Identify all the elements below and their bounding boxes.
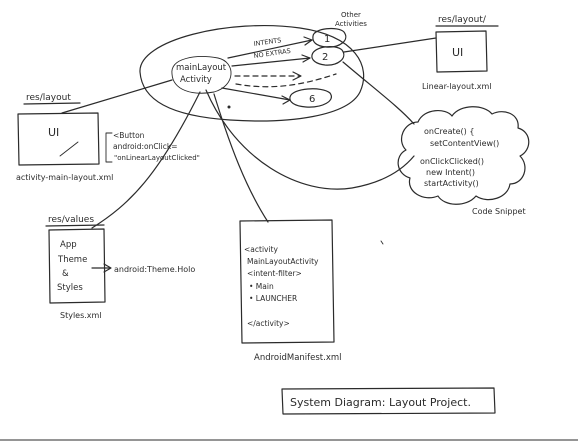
- res-layout-right-group: res/layout/ UI Linear-layout.xml: [422, 15, 499, 91]
- manifest-line1: <activity: [244, 245, 278, 254]
- res-layout-right-folder: res/layout/: [438, 15, 487, 25]
- activity-node-1-label: 1: [324, 34, 330, 45]
- dot-marker: [227, 105, 231, 109]
- main-activity-node: mainLayout Activity: [139, 25, 365, 122]
- res-layout-right-box: [435, 30, 488, 73]
- res-values-theme-ref: android:Theme.Holo: [114, 265, 195, 274]
- other-activities-line2: Activities: [335, 20, 367, 28]
- res-values-filename: Styles.xml: [60, 311, 102, 320]
- intent-arrow-dashed-2: [235, 73, 337, 88]
- activity-node-2-label: 2: [322, 52, 328, 63]
- res-values-line2: Theme: [57, 255, 87, 265]
- activity-node-6-ellipse: [289, 88, 332, 108]
- res-layout-left-box: [17, 112, 100, 166]
- intent-arrow-to-1: [227, 39, 313, 59]
- activity-node-6-label: 6: [309, 94, 315, 105]
- res-values-folder: res/values: [48, 215, 94, 225]
- link-node2-to-code-snippet: [342, 61, 415, 125]
- res-values-line1: App: [60, 240, 77, 250]
- code-snippet-cloud-outline: [397, 106, 530, 205]
- res-layout-left-pointer: [59, 141, 79, 157]
- code-snippet-line2: setContentView(): [430, 139, 499, 148]
- title-box: [281, 387, 496, 415]
- main-activity-line2: Activity: [180, 75, 212, 85]
- code-snippet-line1: onCreate() {: [424, 127, 474, 136]
- link-node2-to-right-layout: [343, 37, 437, 53]
- res-layout-left-ui-label: UI: [48, 126, 59, 139]
- intent-arrow-to-1-head: [303, 36, 313, 46]
- manifest-line6: </activity>: [247, 319, 290, 328]
- manifest-box: [239, 219, 335, 344]
- manifest-line2: MainLayoutActivity: [247, 257, 319, 266]
- manifest-group: <activity MainLayoutActivity <intent-fil…: [239, 219, 342, 363]
- other-activities-line1: Other: [341, 11, 361, 19]
- button-snippet-line3: "onLinearLayoutClicked": [114, 154, 200, 162]
- activity-node-2-ellipse: [311, 45, 345, 66]
- code-snippet-line3: onClickClicked(): [420, 157, 484, 166]
- res-layout-right-filename: Linear-layout.xml: [422, 82, 492, 91]
- button-snippet-line2: android:onClick=: [113, 142, 178, 151]
- link-activity-to-code-snippet: [205, 89, 415, 190]
- diagram-title: System Diagram: Layout Project.: [290, 396, 471, 409]
- res-layout-left-folder: res/layout: [26, 93, 71, 103]
- res-values-group: res/values App Theme & Styles android:Th…: [45, 215, 195, 320]
- intent-arrow-to-2-head: [301, 54, 311, 63]
- link-activity-to-manifest: [213, 93, 269, 223]
- main-activity-line1: mainLayout: [176, 63, 227, 73]
- res-layout-left-underline: [23, 102, 81, 105]
- code-snippet-label: Code Snippet: [472, 207, 526, 216]
- intent-arrow-dashed-1-head: [292, 71, 302, 81]
- link-values-to-activity: [91, 91, 201, 229]
- main-activity-ellipse: [139, 25, 365, 122]
- activity-node-1-ellipse: [312, 27, 347, 48]
- intent-arrow-to-6: [221, 87, 291, 101]
- activity-node-6: 6: [289, 88, 332, 108]
- res-values-line4: Styles: [57, 283, 83, 293]
- main-activity-inner-ellipse: [171, 56, 232, 94]
- res-values-line3: &: [62, 269, 69, 279]
- activity-node-2: 2: [311, 45, 345, 66]
- code-snippet-line5: startActivity(): [424, 179, 479, 188]
- activity-node-1: 1: [312, 27, 347, 48]
- res-layout-right-ui-label: UI: [452, 46, 463, 59]
- code-snippet-line4: new Intent(): [426, 168, 475, 177]
- stray-mark: [380, 240, 384, 245]
- manifest-line5: • LAUNCHER: [249, 294, 297, 303]
- diagram-title-group: System Diagram: Layout Project.: [281, 387, 496, 415]
- manifest-line3: <intent-filter>: [247, 269, 302, 278]
- button-snippet-line1: <Button: [113, 131, 145, 140]
- manifest-line4: • Main: [249, 282, 274, 291]
- res-layout-left-group: res/layout UI activity-main-layout.xml: [16, 93, 113, 182]
- button-snippet: <Button android:onClick= "onLinearLayout…: [105, 131, 200, 163]
- intent-arrow-to-6-head: [281, 95, 291, 105]
- res-values-underline: [45, 224, 105, 227]
- theme-arrow-head: [103, 263, 112, 273]
- intent-arrow-to-2: [231, 57, 311, 67]
- button-snippet-bracket: [105, 132, 113, 163]
- res-values-box: [48, 228, 106, 304]
- link-left-layout-to-activity: [61, 79, 173, 114]
- res-layout-left-filename: activity-main-layout.xml: [16, 173, 113, 182]
- code-snippet-cloud: onCreate() { setContentView() onClickCli…: [397, 106, 530, 216]
- manifest-filename: AndroidManifest.xml: [254, 353, 342, 363]
- intents-label: INTENTS: [253, 36, 282, 48]
